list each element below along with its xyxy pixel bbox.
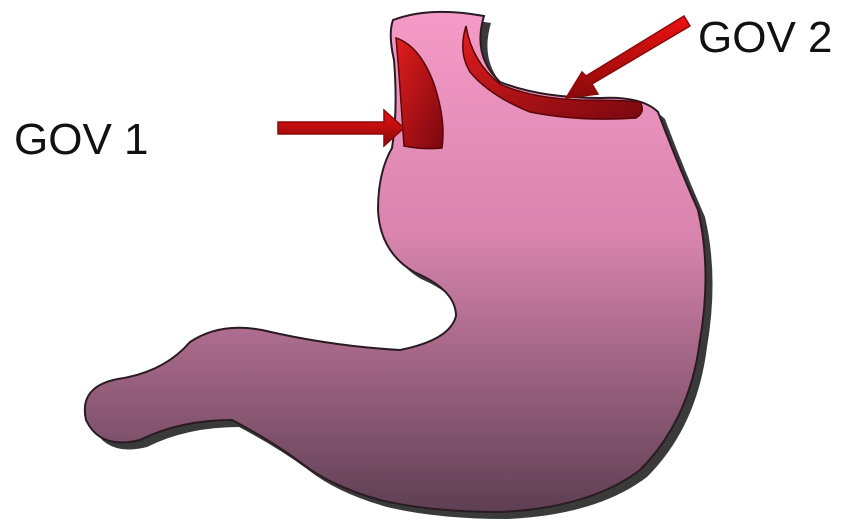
gov2-label: GOV 2 xyxy=(698,16,833,60)
gov1-label: GOV 1 xyxy=(14,118,149,162)
stomach-body xyxy=(85,12,706,512)
arrow-right-icon xyxy=(278,110,404,146)
arrow-down-left-icon xyxy=(566,16,690,98)
